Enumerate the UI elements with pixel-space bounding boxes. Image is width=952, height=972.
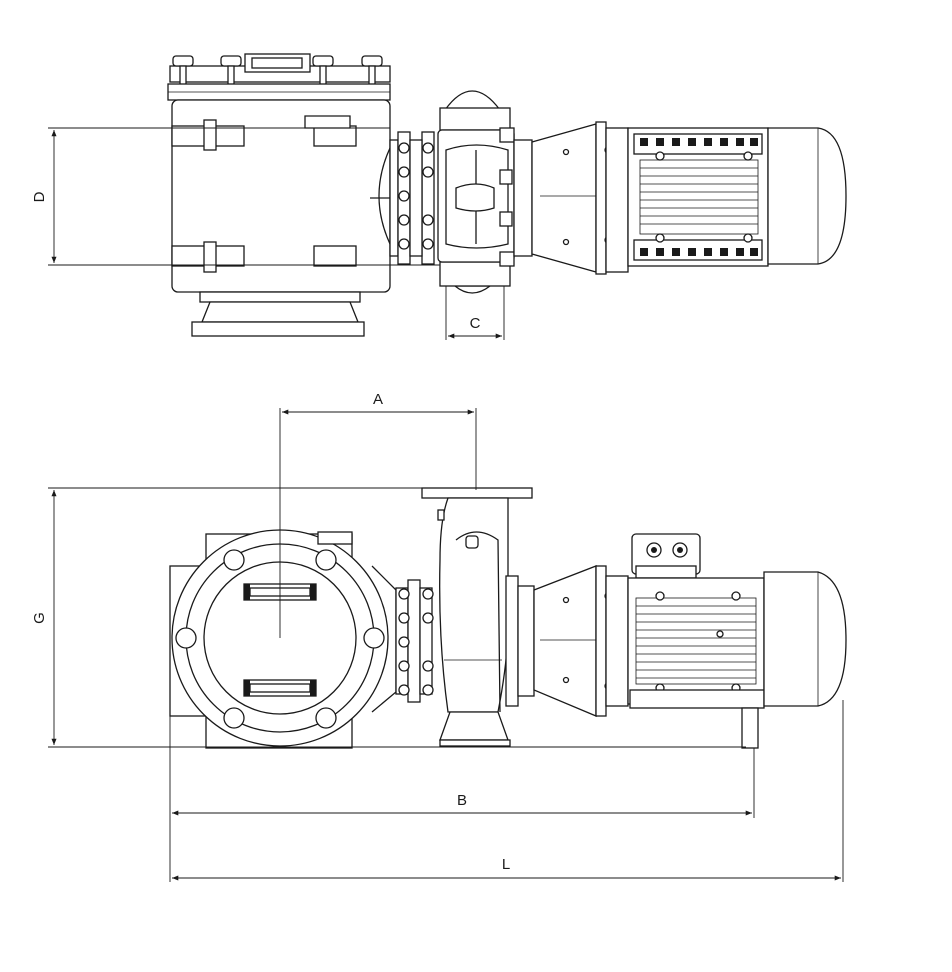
dimension-label-l: L [502,856,510,873]
top-view: D C [31,53,847,340]
connection-flange-top [389,131,435,265]
pump-casing-top [437,90,515,294]
filter-housing-top [171,99,392,337]
filter-housing-front [169,529,397,749]
front-view: A G B L [31,391,847,882]
dimension-a: A [279,391,477,638]
cover-knobs [175,549,385,729]
dimension-d: D [31,127,440,266]
motor-lantern-front [505,565,612,717]
connection-flange-front [395,579,434,703]
terminal-box [631,533,701,579]
dimension-label-a: A [373,391,383,408]
dimension-g: G [31,487,746,748]
motor-lantern-top [513,121,612,275]
motor-front [605,533,847,749]
dimension-b: B [169,716,755,882]
dimension-label-b: B [457,792,467,809]
dimension-label-g: G [31,612,48,624]
dimension-label-c: C [470,315,481,332]
dimension-c: C [445,286,505,340]
pump-volute-front [421,487,533,747]
top-knobs [167,53,391,101]
motor-cooling-fins-top [639,159,759,235]
motor-top [605,127,847,273]
dimension-l: L [172,700,844,882]
dimension-label-d: D [31,191,48,202]
motor-cooling-fins-front [635,597,757,685]
